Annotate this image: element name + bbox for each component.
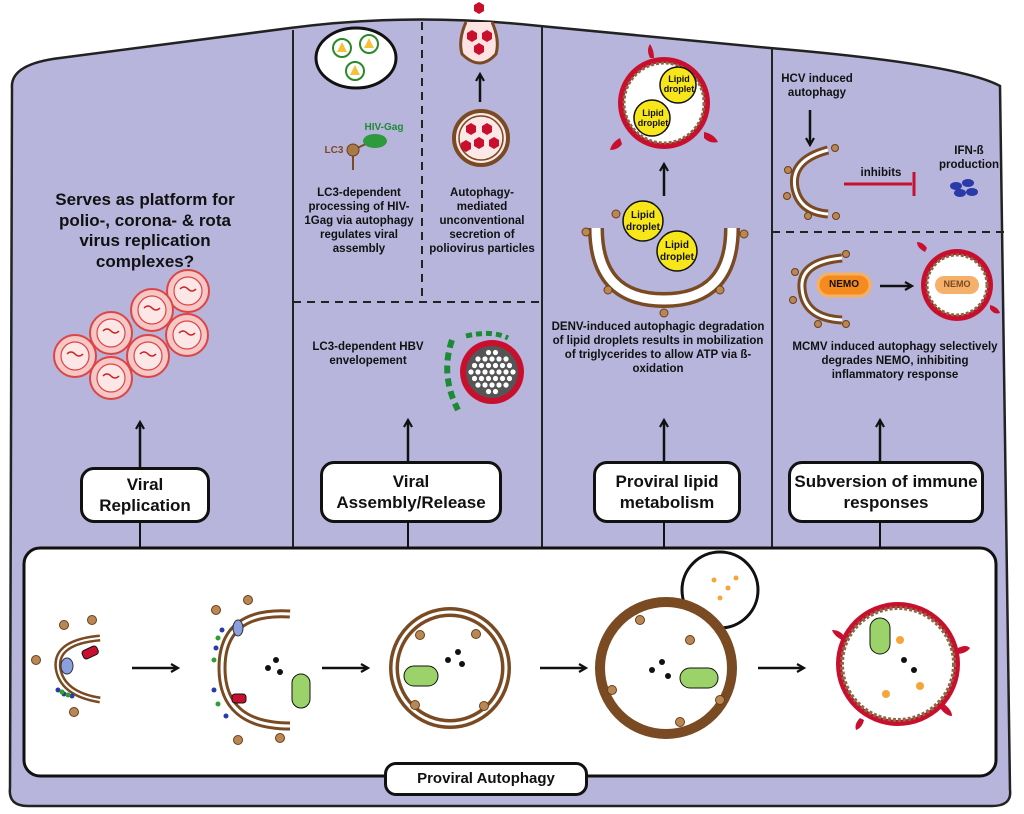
label-viral-assembly-release: Viral Assembly/Release [320, 461, 502, 523]
hbv-capsid-dot [492, 349, 499, 356]
hbv-capsid-dot [482, 369, 488, 375]
hbv-text: LC3-dependent HBV envelopement [312, 341, 424, 368]
lc3-label: LC3 [324, 145, 344, 156]
hbv-capsid-dot [471, 362, 478, 369]
inhibits-text: inhibits [860, 167, 902, 179]
hbv-capsid-dot [492, 375, 499, 382]
stage-3-autophagosome [389, 607, 511, 729]
hbv-capsid-dot [496, 382, 502, 388]
hbv-capsid-dot [475, 382, 481, 388]
stage-1-phagophore [31, 615, 101, 717]
hbv-capsid-dot [510, 369, 516, 375]
label-proviral-lipid-metabolism: Proviral lipid metabolism [593, 461, 741, 523]
lipid-droplet-label-4: Lipid droplet [660, 240, 694, 263]
denv-text: DENV-induced autophagic degradation of l… [551, 321, 765, 376]
polio-secretion [452, 2, 510, 167]
up-arrows [140, 420, 880, 467]
hbv-capsid-dot [506, 362, 513, 369]
replication-question: Serves as platform for polio-, corona- &… [55, 190, 235, 272]
label-viral-replication: Viral Replication [80, 467, 210, 523]
hbv-capsid-dot [492, 388, 499, 395]
hbv-capsid-dot [485, 362, 492, 369]
label-subversion-immune: Subversion of immune responses [788, 461, 984, 523]
hbv-capsid-dot [475, 369, 481, 375]
nemo-degraded-label: NEMO [943, 279, 971, 289]
lipid-autolysosome [581, 44, 749, 318]
hbv-capsid-dot [489, 356, 495, 362]
hbv-capsid-dot [468, 369, 474, 375]
hbv-capsid-dot [485, 349, 492, 356]
hbv-capsid-dot [471, 375, 478, 382]
hbv-capsid-dot [478, 362, 485, 369]
hiv-gag-text: LC3-dependent processing of HIV-1Gag via… [304, 187, 414, 256]
lipid-droplet-label-3: Lipid droplet [626, 210, 660, 233]
hbv-particle [444, 330, 524, 412]
replication-vesicles [53, 269, 210, 400]
lc3-gag-icon [346, 134, 387, 170]
label-proviral-autophagy: Proviral Autophagy [384, 762, 588, 796]
hcv-text: HCV induced autophagy [781, 73, 853, 100]
hiv-gag-label: HIV-Gag [364, 122, 404, 133]
nemo-label: NEMO [829, 279, 859, 290]
lipid-droplet-label-2: Lipid droplet [637, 108, 669, 129]
hbv-capsid-dot [496, 356, 502, 362]
hbv-capsid-dot [503, 382, 509, 388]
hcv-autophagy [783, 110, 978, 220]
hbv-capsid-dot [503, 369, 509, 375]
stage-2-expanding [211, 595, 311, 745]
lipid-droplet-label-1: Lipid droplet [663, 74, 695, 95]
stage-4-amphisome [595, 550, 760, 739]
hbv-capsid-dot [485, 375, 492, 382]
hbv-capsid-dot [478, 375, 485, 382]
hbv-capsid-dot [499, 375, 506, 382]
hbv-capsid-dot [503, 356, 509, 362]
hbv-capsid-dot [489, 382, 495, 388]
hbv-capsid-dot [485, 388, 492, 395]
mcmv-nemo [789, 242, 1000, 328]
column-dividers [292, 26, 773, 548]
hiv-vesicle [314, 26, 398, 90]
hbv-capsid-dot [506, 375, 513, 382]
mcmv-text: MCMV induced autophagy selectively degra… [792, 341, 998, 382]
hbv-capsid-dot [482, 382, 488, 388]
stage-5-autolysosome [832, 602, 970, 730]
hbv-capsid-dot [482, 356, 488, 362]
polio-text: Autophagy-mediated unconventional secret… [429, 187, 535, 256]
hbv-capsid-dot [492, 362, 499, 369]
hbv-capsid-dot [489, 369, 495, 375]
hbv-capsid-dot [496, 369, 502, 375]
ifn-text: IFN-ß production [938, 145, 1000, 172]
dashed-dividers [293, 22, 1006, 303]
hbv-capsid-dot [475, 356, 481, 362]
hbv-capsid-dot [499, 362, 506, 369]
